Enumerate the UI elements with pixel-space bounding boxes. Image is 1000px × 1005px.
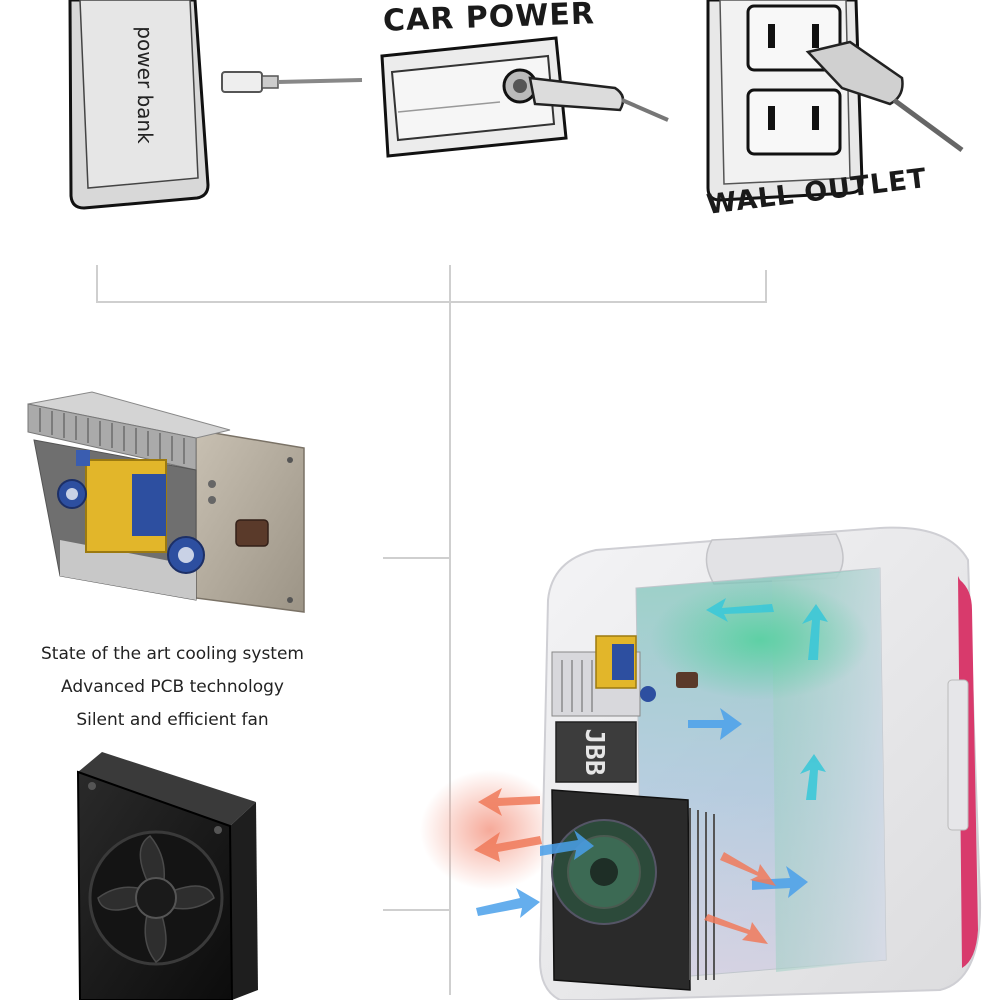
blue-airflow-arrows xyxy=(476,708,808,918)
feature-pcb-technology: Advanced PCB technology xyxy=(61,677,284,697)
fridge-display-text: JBB xyxy=(579,729,609,776)
power-bank-icon: power bank xyxy=(68,0,210,210)
cooling-fan-image xyxy=(76,752,258,1001)
hot-airflow-arrows xyxy=(474,788,776,944)
feature-silent-fan: Silent and efficient fan xyxy=(76,710,269,730)
airflow-arrows xyxy=(474,598,828,944)
power-bank-text: power bank xyxy=(133,26,157,144)
cool-airflow-arrows xyxy=(706,598,828,800)
car-socket-icon xyxy=(380,36,669,158)
wall-outlet-icon xyxy=(706,0,964,202)
feature-cooling-system: State of the art cooling system xyxy=(41,644,304,664)
mini-fridge-image: JBB xyxy=(420,526,982,1001)
usb-cable-icon xyxy=(221,71,363,93)
feature-list: State of the art cooling system Advanced… xyxy=(0,638,345,737)
pcb-board-image xyxy=(27,391,305,613)
